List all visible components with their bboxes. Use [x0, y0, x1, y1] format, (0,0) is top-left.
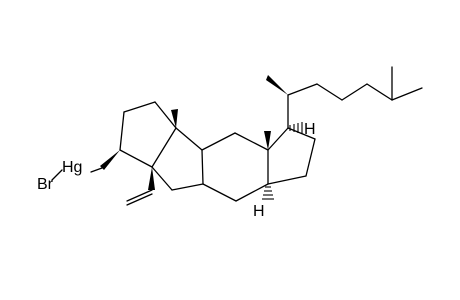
- methyl-wedge: [264, 131, 271, 150]
- ring-c: [201, 132, 269, 202]
- atom-h-bottom: H: [253, 203, 265, 220]
- ch2-wedge: [100, 150, 120, 170]
- bond: [201, 149, 204, 185]
- vinyl-bond: [126, 189, 153, 202]
- hash-bond-top: [289, 122, 303, 134]
- bond: [151, 127, 177, 168]
- atom-h-top: H: [304, 121, 316, 138]
- bond: [154, 101, 177, 129]
- methyl-wedge: [266, 75, 288, 95]
- bond: [267, 127, 289, 151]
- bond: [202, 183, 237, 202]
- bond: [123, 101, 156, 113]
- bond: [119, 149, 153, 168]
- bond: [316, 83, 343, 101]
- bond: [341, 83, 368, 101]
- bond: [391, 87, 423, 101]
- methyl-wedge: [171, 109, 178, 128]
- bond: [234, 132, 269, 151]
- bond: [201, 132, 236, 151]
- vinyl-wedge: [148, 167, 155, 190]
- bond: [151, 166, 173, 191]
- bond: [305, 138, 316, 177]
- atom-br: Br: [37, 176, 54, 193]
- bond: [267, 175, 307, 185]
- vinyl-double-bond: [126, 193, 153, 206]
- bond-hg-br: [51, 169, 63, 181]
- bond: [175, 127, 203, 151]
- ring-a: [119, 101, 177, 168]
- ring-b: [151, 127, 204, 191]
- bond: [235, 183, 269, 202]
- bond: [119, 111, 125, 151]
- side-chain: [266, 66, 423, 129]
- bond: [171, 183, 204, 191]
- hash-bond-bottom: [262, 186, 274, 200]
- bond-ch2-hg: [90, 167, 103, 173]
- bond: [287, 83, 318, 96]
- bond: [366, 83, 393, 101]
- atom-hg: Hg: [62, 159, 82, 176]
